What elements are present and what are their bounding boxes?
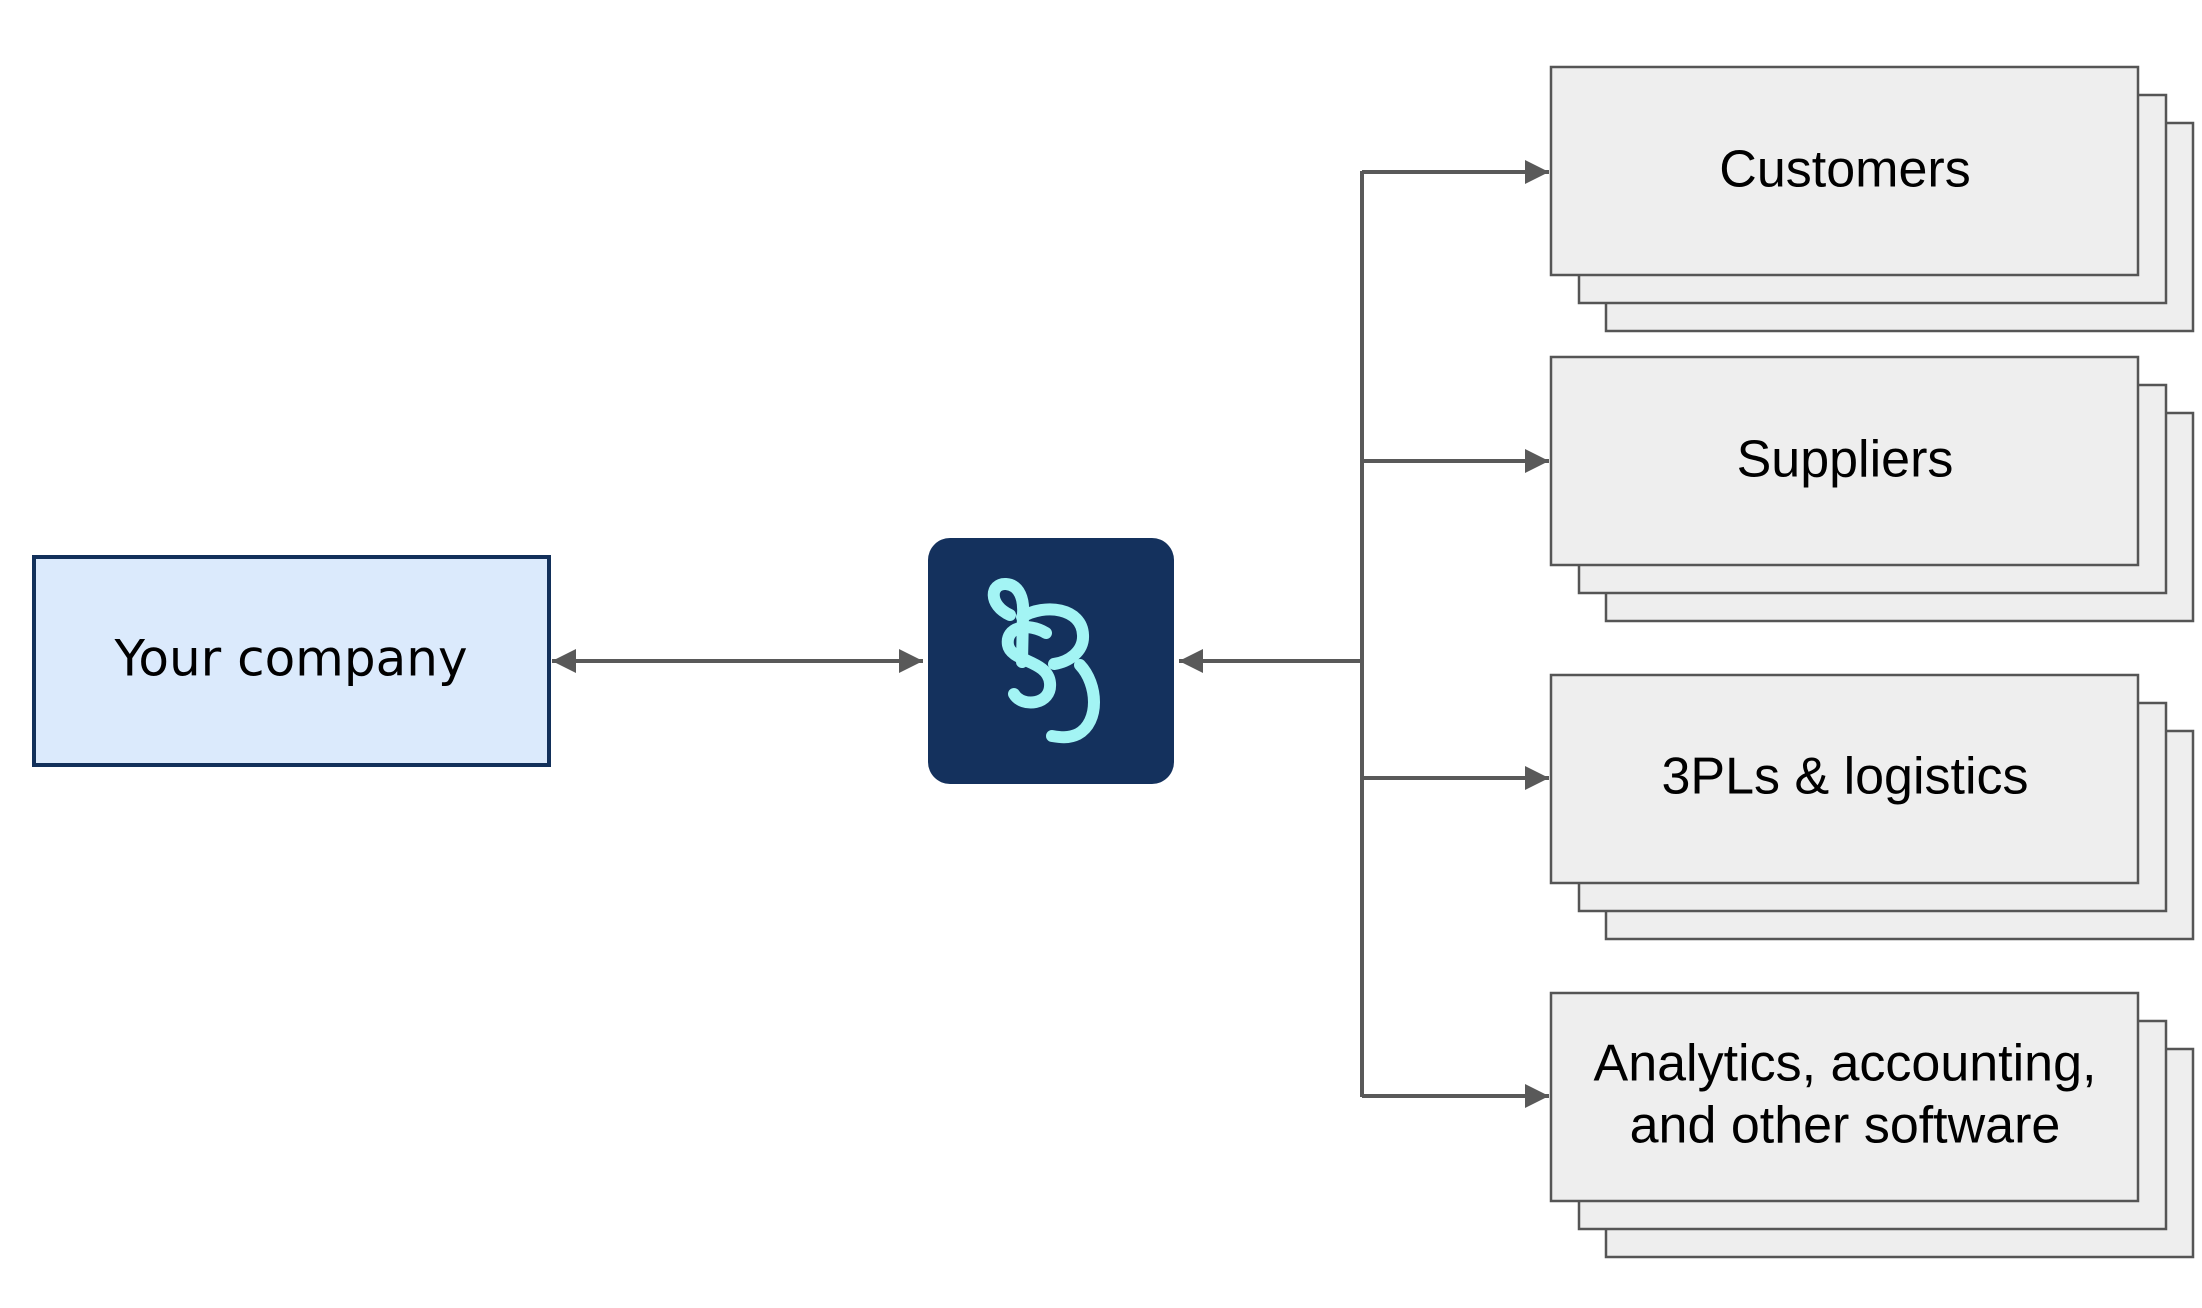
partner-label-suppliers: Suppliers — [1737, 431, 1954, 489]
stack-front-card — [1549, 65, 2140, 277]
partner-stack-suppliers: Suppliers — [1549, 355, 2195, 623]
partner-stack-3pls: 3PLs & logistics — [1549, 673, 2195, 941]
partner-stack-software: Analytics, accounting, and other softwar… — [1549, 991, 2195, 1259]
partner-label-software-line-2: and other software — [1630, 1097, 2061, 1155]
company-box — [32, 555, 551, 767]
stack-front-card — [1549, 991, 2140, 1203]
company-node: Your company — [32, 555, 551, 767]
partner-stack-customers: Customers — [1549, 65, 2195, 333]
branch-connectors — [1179, 160, 1549, 1108]
stack-front-card — [1549, 673, 2140, 885]
stack-front-card — [1549, 355, 2140, 567]
partner-label-software-line-1: Analytics, accounting, — [1594, 1035, 2097, 1093]
partner-label-customers: Customers — [1719, 141, 1970, 199]
company-label: Your company — [113, 630, 467, 688]
partner-label-3pls: 3PLs & logistics — [1661, 748, 2028, 806]
brand-logo-icon — [987, 578, 1100, 744]
hub-node — [928, 538, 1174, 784]
